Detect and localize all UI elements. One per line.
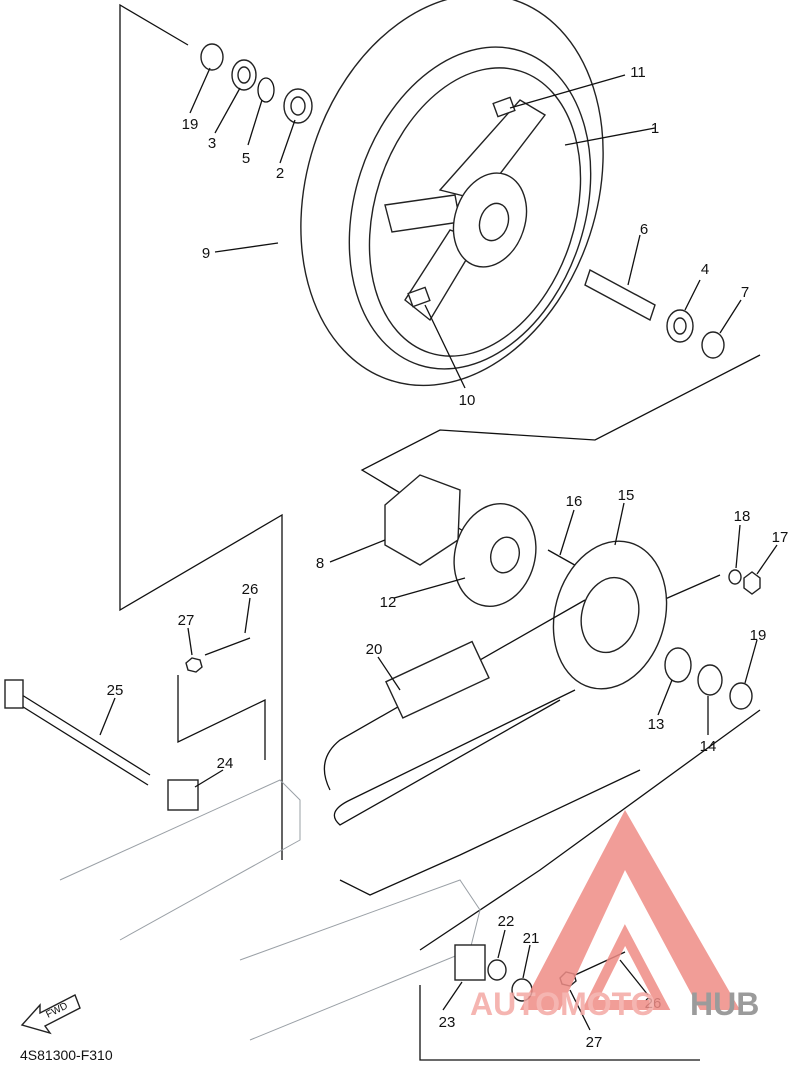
part-label-23: 23 [439,1014,456,1031]
diagram-code: 4S81300-F310 [20,1047,113,1063]
collar-7 [701,331,725,359]
watermark-triangle-icon [520,810,740,1010]
part-label-24: 24 [217,755,234,772]
part-label-22: 22 [498,913,515,930]
collar-19-top [200,43,224,71]
washer-18 [728,569,742,585]
part-label-19-bottom: 19 [750,627,767,644]
valve-11 [492,96,516,118]
part-label-25: 25 [107,682,124,699]
part-label-16: 16 [566,493,583,510]
watermark-text-light: AUTOMOTO [470,986,655,1022]
bearing-parts-left [200,43,313,124]
adjuster-24 [167,779,199,811]
weight-10 [407,286,431,308]
part-label-5: 5 [242,150,250,167]
part-label-20: 20 [366,641,383,658]
part-label-12: 12 [380,594,397,611]
adjuster-23 [454,944,486,981]
part-label-9: 9 [202,245,210,262]
part-label-11: 11 [630,64,646,81]
oil-seal-14 [697,664,723,696]
watermark-logo: AUTOMOTO HUB [470,810,759,1022]
part-label-15: 15 [618,487,635,504]
part-label-17: 17 [772,529,789,546]
collar-19-bottom [729,682,753,710]
bearing-parts-right [584,268,725,359]
watermark-text-dark: HUB [690,986,759,1022]
washer-22 [487,959,507,981]
bearing-13 [664,647,692,683]
leader-lines [99,67,778,1031]
part-label-27-bottom: 27 [586,1034,603,1051]
bolt-26-top [204,637,251,656]
part-label-6: 6 [640,221,648,238]
part-label-14: 14 [700,738,717,755]
nut-27-top [185,657,203,673]
rear-wheel [300,0,604,387]
part-label-3: 3 [208,135,216,152]
drive-chain-20 [323,599,586,826]
sprocket-assembly [384,474,761,710]
part-label-18: 18 [734,508,751,525]
fwd-indicator: FWD [20,994,81,1035]
circlip-5 [257,77,275,103]
part-label-13: 13 [648,716,665,733]
spacer-6 [584,268,656,322]
damper-8 [384,474,461,566]
assembly-outline [119,3,761,1061]
part-label-4: 4 [701,261,709,278]
nut-17 [743,571,761,595]
part-label-7: 7 [741,284,749,301]
part-label-1: 1 [651,120,659,137]
part-label-27-top: 27 [178,612,195,629]
hub-center [478,202,510,242]
part-label-21: 21 [523,930,540,947]
axle-25 [13,689,151,776]
part-label-19-top: 19 [182,116,199,133]
axle-swingarm [4,637,626,1041]
part-label-8: 8 [316,555,324,572]
fwd-arrow-icon [20,994,81,1035]
part-label-10: 10 [459,392,476,409]
part-label-2: 2 [276,165,284,182]
part-label-26-top: 26 [242,581,259,598]
